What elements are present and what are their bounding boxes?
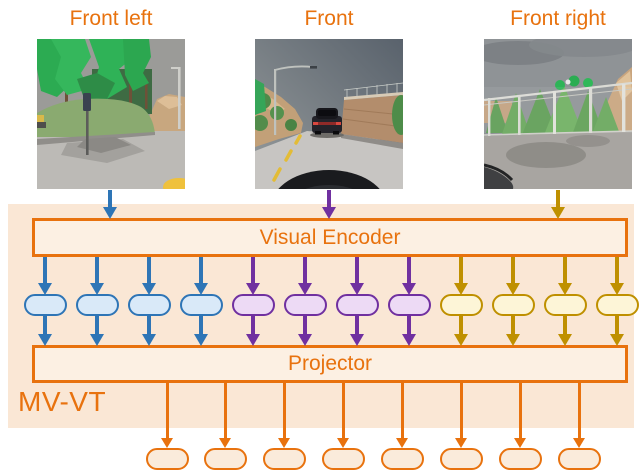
encoder-to-token-arrow [38, 257, 52, 295]
traffic-signal [83, 93, 91, 111]
fence-post [518, 95, 521, 135]
camera-image-front-right [484, 39, 632, 189]
fence [343, 82, 403, 98]
lane-markings [272, 134, 302, 182]
road [255, 131, 403, 189]
visual-token [387, 294, 431, 316]
token-to-projector-arrow [558, 316, 572, 346]
lead-car [310, 108, 344, 138]
camera-to-encoder-arrow [551, 190, 565, 219]
encoder-to-token-arrow [454, 257, 468, 295]
fence-post [488, 98, 491, 136]
ego-fender [484, 167, 514, 189]
token-to-projector-arrow [90, 316, 104, 346]
encoder-to-token-arrow [90, 257, 104, 295]
visual-token [127, 294, 171, 316]
tree [486, 97, 508, 133]
tree [502, 93, 530, 134]
tree [592, 97, 620, 134]
token-to-projector-arrow [402, 316, 416, 346]
projector-to-output-arrow [219, 383, 232, 448]
visual-token [231, 294, 275, 316]
front-right-scene [484, 39, 632, 189]
visual-token [283, 294, 327, 316]
encoder-to-token-arrow [558, 257, 572, 295]
encoder-to-token-arrow [350, 257, 364, 295]
projector-to-output-arrow [278, 383, 291, 448]
module-name-label: MV-VT [18, 386, 107, 417]
visual-encoder-label: Visual Encoder [259, 225, 401, 249]
camera-image-front [255, 39, 403, 189]
encoder-to-token-arrow [610, 257, 624, 295]
token-to-projector-arrow [194, 316, 208, 346]
output-token [263, 448, 307, 470]
camera-image-front-left [37, 39, 185, 189]
visual-token [335, 294, 379, 316]
output-token [322, 448, 366, 470]
encoder-to-token-arrow [402, 257, 416, 295]
camera-to-encoder-arrow [103, 190, 117, 219]
visual-token [179, 294, 223, 316]
token-to-projector-arrow [298, 316, 312, 346]
projector-to-output-arrow [513, 383, 527, 448]
token-to-projector-arrow [350, 316, 364, 346]
camera-to-encoder-arrow [322, 190, 336, 219]
encoder-to-token-arrow [246, 257, 260, 295]
projector-to-output-arrow [572, 383, 586, 448]
fence-post [589, 87, 593, 133]
token-to-projector-arrow [246, 316, 260, 346]
output-token [439, 448, 483, 470]
ego-hood [278, 170, 380, 189]
fence-post [622, 84, 626, 132]
lamp-pole [178, 67, 181, 129]
visual-token [439, 294, 483, 316]
token-to-projector-arrow [610, 316, 624, 346]
output-token [557, 448, 601, 470]
visual-token [75, 294, 119, 316]
projector-box: Projector [32, 345, 628, 383]
token-to-projector-arrow [506, 316, 520, 346]
fence-rail [484, 81, 632, 102]
visual-encoder-box: Visual Encoder [32, 218, 628, 257]
encoder-to-token-arrow [142, 257, 156, 295]
retaining-wall [341, 95, 403, 143]
projector-label: Projector [287, 352, 373, 375]
visual-token [543, 294, 587, 316]
projector-to-output-arrow [395, 383, 409, 448]
projector-to-output-arrow [160, 383, 174, 448]
front-left-scene [37, 39, 185, 189]
token-to-projector-arrow [454, 316, 468, 346]
projector-to-output-arrow [337, 383, 350, 448]
front-scene [255, 39, 403, 189]
lamp-pole [274, 69, 277, 135]
camera-label-front-left: Front left [69, 7, 153, 30]
output-token [204, 448, 248, 470]
output-token [145, 448, 189, 470]
camera-label-front-right: Front right [510, 7, 606, 30]
encoder-to-token-arrow [506, 257, 520, 295]
fence-post [553, 91, 556, 134]
visual-token [491, 294, 535, 316]
projector-to-output-arrow [454, 383, 468, 448]
token-to-projector-arrow [142, 316, 156, 346]
token-to-projector-arrow [38, 316, 52, 346]
grass-mound [37, 98, 155, 137]
yellow-marking [163, 178, 185, 189]
output-token [380, 448, 424, 470]
tree [123, 39, 151, 91]
camera-label-front: Front [304, 7, 354, 30]
output-token [498, 448, 542, 470]
visual-token [23, 294, 67, 316]
encoder-to-token-arrow [298, 257, 312, 295]
visual-token [595, 294, 639, 316]
encoder-to-token-arrow [194, 257, 208, 295]
